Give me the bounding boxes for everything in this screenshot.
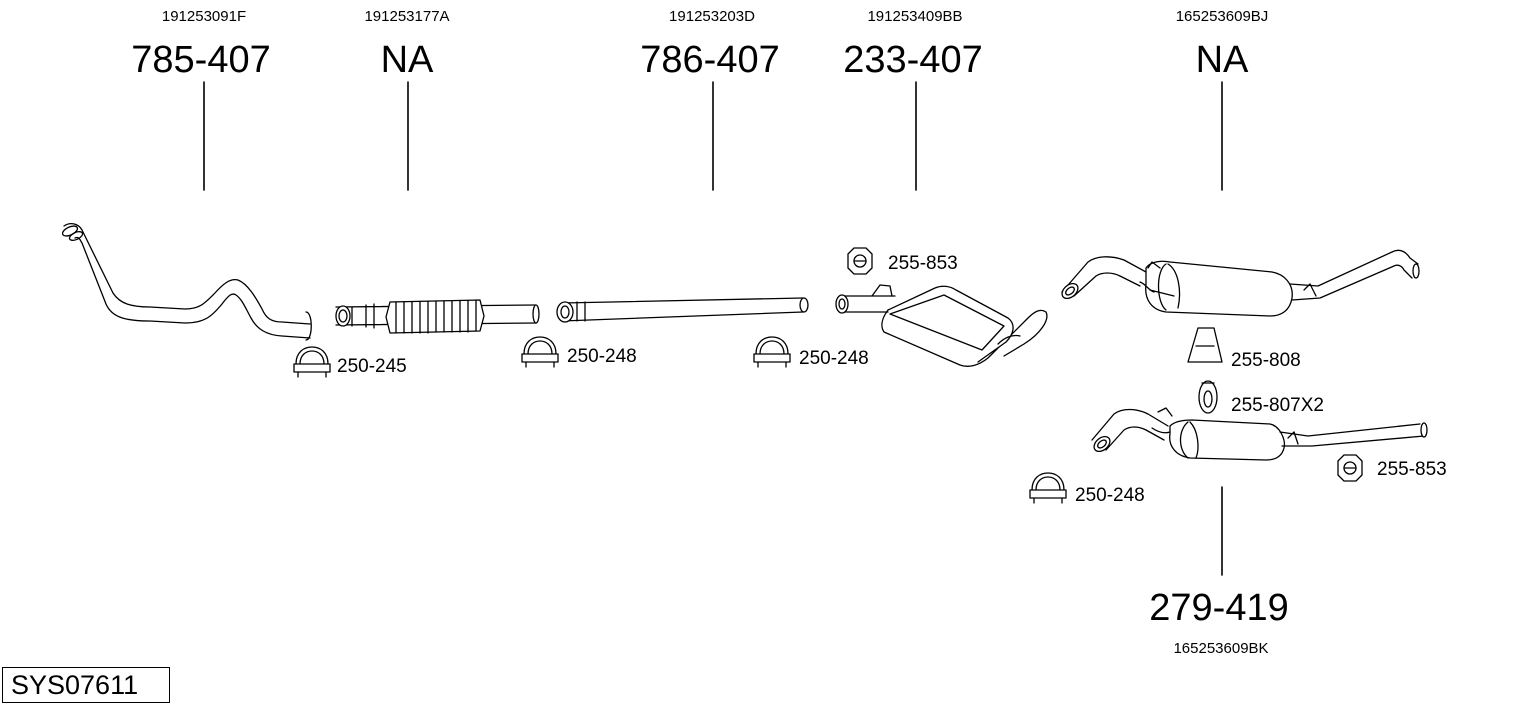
accessory-code[interactable]: 250-248 xyxy=(567,346,637,367)
part-number[interactable]: 786-407 xyxy=(640,39,780,81)
flex-pipe-191253177A xyxy=(336,300,539,333)
part-number[interactable]: NA xyxy=(380,39,434,81)
part-number[interactable]: 785-407 xyxy=(131,39,271,81)
part-number[interactable]: NA xyxy=(1195,39,1249,81)
accessory-code[interactable]: 255-807X2 xyxy=(1231,395,1324,416)
rubber-mount-icon xyxy=(848,248,872,274)
accessory-code[interactable]: 250-248 xyxy=(1075,485,1145,506)
clamp-icon xyxy=(1030,473,1066,503)
accessory-code[interactable]: 255-853 xyxy=(888,253,958,274)
oe-number: 165253609BK xyxy=(1173,640,1269,657)
oe-number: 191253409BB xyxy=(867,8,963,25)
rear-silencer-165253609BJ xyxy=(1059,250,1419,316)
part-number[interactable]: 233-407 xyxy=(843,39,983,81)
oe-number: 191253091F xyxy=(161,8,247,25)
oe-number: 191253177A xyxy=(364,8,450,25)
oe-number: 191253203D xyxy=(669,8,755,25)
hanger-ring-icon xyxy=(1199,381,1217,413)
accessory-code[interactable]: 255-808 xyxy=(1231,350,1301,371)
intermediate-pipe-786-407 xyxy=(557,298,808,322)
clamp-icon xyxy=(754,337,790,367)
rear-silencer-279-419 xyxy=(1091,408,1427,460)
clamp-icon xyxy=(522,337,558,367)
system-code: SYS07611 xyxy=(2,667,170,703)
middle-silencer-233-407 xyxy=(836,285,1047,366)
clamp-icon xyxy=(294,347,330,377)
hanger-808-icon xyxy=(1188,328,1222,362)
oe-number: 165253609BJ xyxy=(1175,8,1269,25)
accessory-code[interactable]: 250-245 xyxy=(337,356,407,377)
front-pipe-785-407 xyxy=(61,224,311,340)
accessory-code[interactable]: 250-248 xyxy=(799,348,869,369)
rubber-mount-icon xyxy=(1338,455,1362,481)
part-number[interactable]: 279-419 xyxy=(1149,587,1289,629)
leader-lines xyxy=(204,82,1222,575)
accessory-code[interactable]: 255-853 xyxy=(1377,459,1447,480)
